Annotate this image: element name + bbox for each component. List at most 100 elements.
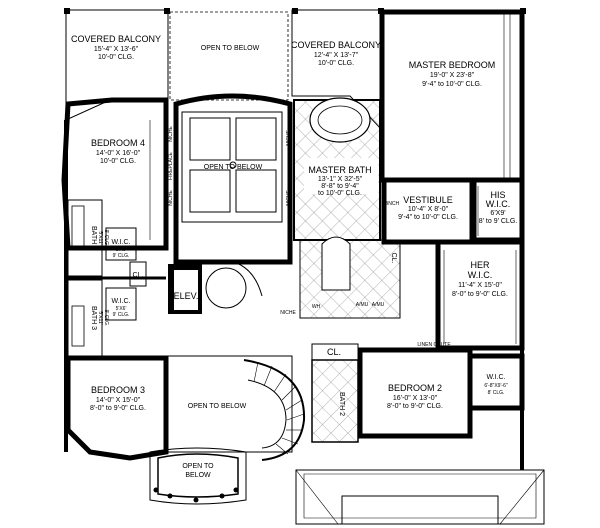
bench-label: BNCH: [385, 201, 400, 207]
wh-label: WH: [312, 304, 321, 310]
open-to-below-top-label: OPEN TO BELOW: [201, 45, 260, 52]
bedroom-3-dim: 14'-0" X 15'-0": [96, 397, 141, 404]
covered-balcony-left-label: COVERED BALCONY 15'-4" X 13'-6" 10'-0" C…: [71, 34, 161, 61]
bedroom-3-label: BEDROOM 3 14'-0" X 15'-0" 8'-0" to 9'-0"…: [90, 385, 146, 412]
covered-balcony-left-name: COVERED BALCONY: [71, 34, 161, 44]
her-wic-clg: 8'-0" to 9'-0" CLG.: [452, 291, 508, 298]
wic-small: [467, 353, 525, 411]
covered-balcony-right-label: COVERED BALCONY 12'-4" X 13'-7" 10'-0" C…: [291, 40, 381, 67]
wic-upper-dim: 5'X6': [116, 247, 127, 253]
open-to-below-bottom-name: OPEN TO: [182, 463, 214, 470]
open-to-below-lower: [167, 355, 306, 461]
covered-balcony-right-name: COVERED BALCONY: [291, 40, 381, 50]
covered-balcony-left-clg: 10'-0" CLG.: [98, 54, 134, 61]
bath-4-clg: 9' CLG.: [103, 230, 109, 247]
his-wic-name2: W.I.C.: [486, 199, 511, 209]
bedroom-2-clg: 8'-0" to 9'-0" CLG.: [387, 403, 443, 410]
bedroom-4-name: BEDROOM 4: [91, 138, 145, 148]
wic-small-name: W.I.C.: [486, 374, 505, 381]
open-to-below-center: [173, 93, 293, 265]
niche-label-3: NICHE: [286, 130, 292, 146]
bath-3-name: BATH 3: [90, 306, 97, 330]
bath-3-dim: 5'X11': [97, 311, 103, 324]
bottom-bay-balcony: [149, 447, 247, 505]
wic-small-label: W.I.C. 6'-8"X9'-6" 8' CLG.: [484, 374, 507, 396]
stair-core: [203, 259, 263, 309]
his-wic-clg: 8' to 9' CLG.: [479, 218, 518, 225]
bedroom-3-name: BEDROOM 3: [91, 385, 145, 395]
open-to-below-center-label: OPEN TO BELOW: [204, 164, 263, 171]
covered-balcony-left-dim: 15'-4" X 13'-6": [94, 46, 139, 53]
wic-upper-name: W.I.C.: [111, 239, 130, 246]
his-wic-name: HIS: [490, 190, 505, 200]
master-bedroom: [379, 8, 526, 183]
bath-3-clg: 9' CLG.: [103, 310, 109, 327]
fireplace-label: FIREPLACE: [168, 151, 174, 179]
master-bath-label: MASTER BATH 13'-1" X 32'-5" 8'-8" to 9'-…: [308, 165, 371, 197]
bedroom-4-label: BEDROOM 4 14'-0" X 16'-0" 10'-0" CLG.: [91, 138, 145, 165]
closet-mid-label: CL.: [390, 253, 397, 264]
master-bath-dim: 13'-1" X 32'-5": [318, 176, 363, 183]
bath-3-label: BATH 3 5'X11' 9' CLG.: [90, 306, 109, 330]
wic-lower-clg: 9' CLG.: [113, 312, 130, 318]
fixture-labels: NICHE FIREPLACE NICHE NICHE NICHE NICHE …: [168, 126, 451, 348]
vestibule-label: VESTIBULE 10'-4" X 8'-0" 9'-4" to 10'-0"…: [398, 195, 458, 221]
bedroom-2: [357, 347, 473, 439]
niche-label-5: NICHE: [280, 310, 296, 316]
master-bedroom-dim: 19'-0" X 23'-8": [430, 72, 475, 79]
bath-4-name: BATH 4: [90, 226, 97, 250]
wic-lower-name: W.I.C.: [111, 298, 130, 305]
open-to-below-lower-label: OPEN TO BELOW: [188, 403, 247, 410]
his-wic-dim: 6'X9': [490, 210, 505, 217]
bath-4-dim: 5'X11': [97, 231, 103, 244]
bath-2: [311, 359, 359, 443]
her-wic-name2: W.I.C.: [468, 270, 493, 280]
open-to-below-bottom-label: OPEN TO BELOW: [182, 463, 214, 479]
bedroom-2-label: BEDROOM 2 16'-0" X 13'-0" 8'-0" to 9'-0"…: [387, 383, 443, 410]
covered-balcony-left: [64, 8, 170, 121]
niche-label-4: NICHE: [286, 190, 292, 206]
wic-small-clg: 8' CLG.: [488, 390, 505, 396]
elevator: [168, 264, 202, 314]
wic-small-dim: 6'-8"X9'-6": [484, 383, 507, 389]
master-bedroom-label: MASTER BEDROOM 19'-0" X 23'-8" 9'-4" to …: [409, 60, 496, 88]
elevator-label: ELEV.: [174, 291, 199, 301]
open-to-below-top: [169, 11, 289, 101]
closet-bottom-label: CL.: [327, 347, 341, 357]
bottom-roof: [295, 469, 545, 525]
wic-lower-label: W.I.C. 5'X6' 9' CLG.: [111, 298, 130, 318]
her-wic-dim: 11'-4" X 15'-0": [458, 282, 502, 289]
vestibule-clg: 9'-4" to 10'-0" CLG.: [398, 214, 458, 221]
wic-upper-label: W.I.C. 5'X6' 9' CLG.: [111, 239, 130, 259]
her-wic-label: HER W.I.C. 11'-4" X 15'-0" 8'-0" to 9'-0…: [452, 260, 508, 298]
open-to-below-bottom-name2: BELOW: [185, 472, 211, 479]
wic-lower-dim: 5'X6': [116, 306, 127, 312]
covered-balcony-right-clg: 10'-0" CLG.: [318, 60, 354, 67]
bedroom-4-dim: 14'-0" X 16'-0": [96, 150, 141, 157]
bath-4-label: BATH 4 5'X11' 9' CLG.: [90, 226, 109, 250]
niche-label-1: NICHE: [168, 126, 174, 142]
bedroom-2-dim: 16'-0" X 13'-0": [393, 395, 438, 402]
linen-chute-label: LINEN CHUTE: [417, 342, 451, 348]
covered-balcony-right-dim: 12'-4" X 13'-7": [314, 52, 359, 59]
master-bath-clg1: 8'-8" to 9'-4": [321, 183, 359, 190]
wic-upper-clg: 9' CLG.: [113, 253, 130, 259]
bath-2-label: BATH 2: [338, 392, 345, 416]
amu-label-1: A/MU: [356, 302, 369, 308]
bath-2-name: BATH 2: [338, 392, 345, 416]
vestibule-dim: 10'-4" X 8'-0": [408, 206, 449, 213]
bedroom-3-clg: 8'-0" to 9'-0" CLG.: [90, 405, 146, 412]
her-wic-name: HER: [470, 260, 490, 270]
bedroom-4: [61, 97, 169, 251]
bedroom-4-clg: 10'-0" CLG.: [100, 158, 136, 165]
left-service-column: [66, 199, 166, 357]
his-wic-label: HIS W.I.C. 6'X9' 8' to 9' CLG.: [479, 190, 518, 225]
master-bedroom-clg: 9'-4" to 10'-0" CLG.: [422, 81, 482, 88]
vestibule-name: VESTIBULE: [403, 195, 453, 205]
master-bath: [293, 97, 401, 319]
amu-label-2: A/MU: [372, 302, 385, 308]
master-bath-name: MASTER BATH: [308, 165, 371, 175]
niche-label-2: NICHE: [168, 190, 174, 206]
bedroom-2-name: BEDROOM 2: [388, 383, 442, 393]
